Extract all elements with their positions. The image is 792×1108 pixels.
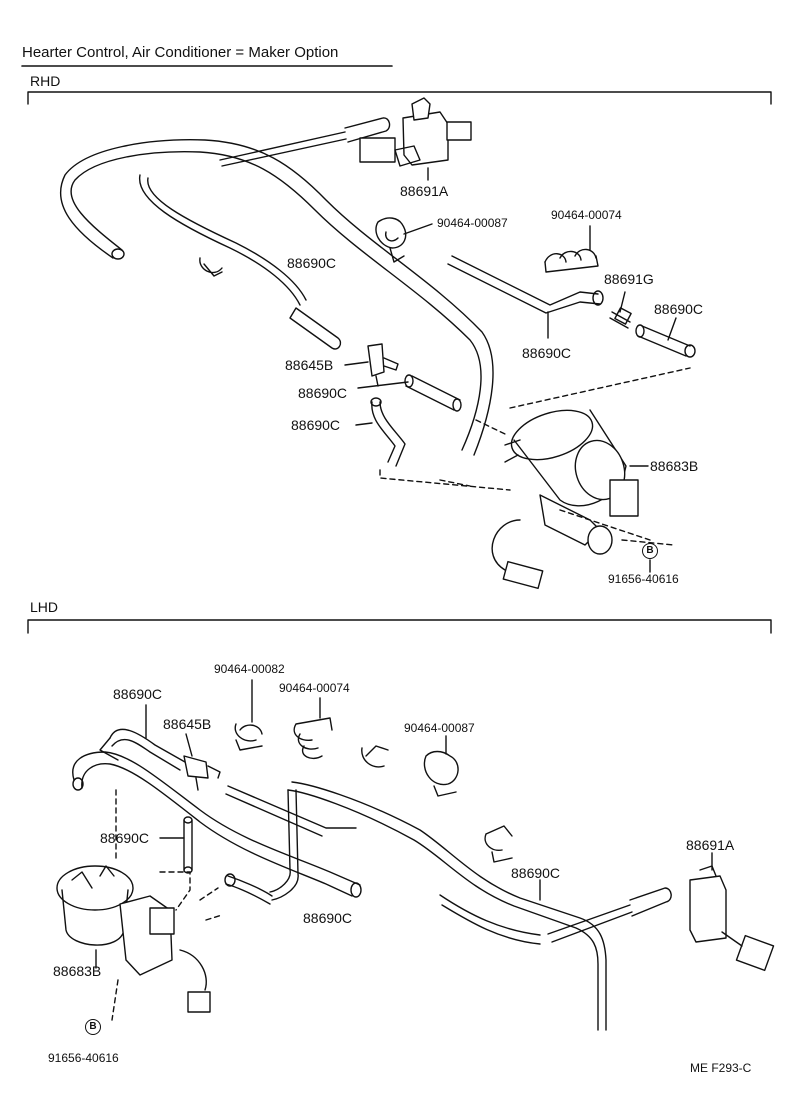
rhd-part-88690C-b: 88690C <box>654 301 704 317</box>
rhd-bracket <box>27 91 772 105</box>
rhd-assembly <box>59 97 696 590</box>
rhd-part-90464-00087: 90464-00087 <box>437 216 508 230</box>
lhd-part-90464-00074: 90464-00074 <box>279 681 350 695</box>
rhd-part-88690C-a: 88690C <box>287 255 337 271</box>
page-title: Hearter Control, Air Conditioner = Maker… <box>22 44 339 61</box>
rhd-part-88645B: 88645B <box>285 357 334 373</box>
lhd-part-91656-40616: 91656-40616 <box>48 1051 119 1065</box>
rhd-part-88690C-d: 88690C <box>298 385 348 401</box>
lhd-part-88690C-a: 88690C <box>113 686 163 702</box>
rhd-part-88691A: 88691A <box>400 183 449 199</box>
lhd-part-88690C-c: 88690C <box>511 865 561 881</box>
figure-code: ME F293-C <box>690 1061 752 1075</box>
lhd-part-90464-00087: 90464-00087 <box>404 721 475 735</box>
rhd-part-88691G: 88691G <box>604 271 654 287</box>
rhd-part-91656-40616: 91656-40616 <box>608 572 679 586</box>
rhd-part-88690C-c: 88690C <box>522 345 572 361</box>
lhd-assembly <box>56 679 775 1031</box>
lhd-bolt-ref-marker: B <box>85 1019 101 1035</box>
rhd-bolt-ref-marker: B <box>642 543 658 559</box>
rhd-part-88690C-e: 88690C <box>291 417 341 433</box>
lhd-part-90464-00082: 90464-00082 <box>214 662 285 676</box>
lhd-part-88691A: 88691A <box>686 837 735 853</box>
rhd-part-90464-00074: 90464-00074 <box>551 208 622 222</box>
lhd-part-88683B: 88683B <box>53 963 102 979</box>
lhd-bracket <box>27 619 772 634</box>
section-label-lhd: LHD <box>30 599 59 615</box>
lhd-part-88690C-b: 88690C <box>100 830 150 846</box>
lhd-part-88645B: 88645B <box>163 716 212 732</box>
lhd-part-88690C-d: 88690C <box>303 910 353 926</box>
rhd-part-88683B: 88683B <box>650 458 699 474</box>
section-label-rhd: RHD <box>30 73 61 89</box>
